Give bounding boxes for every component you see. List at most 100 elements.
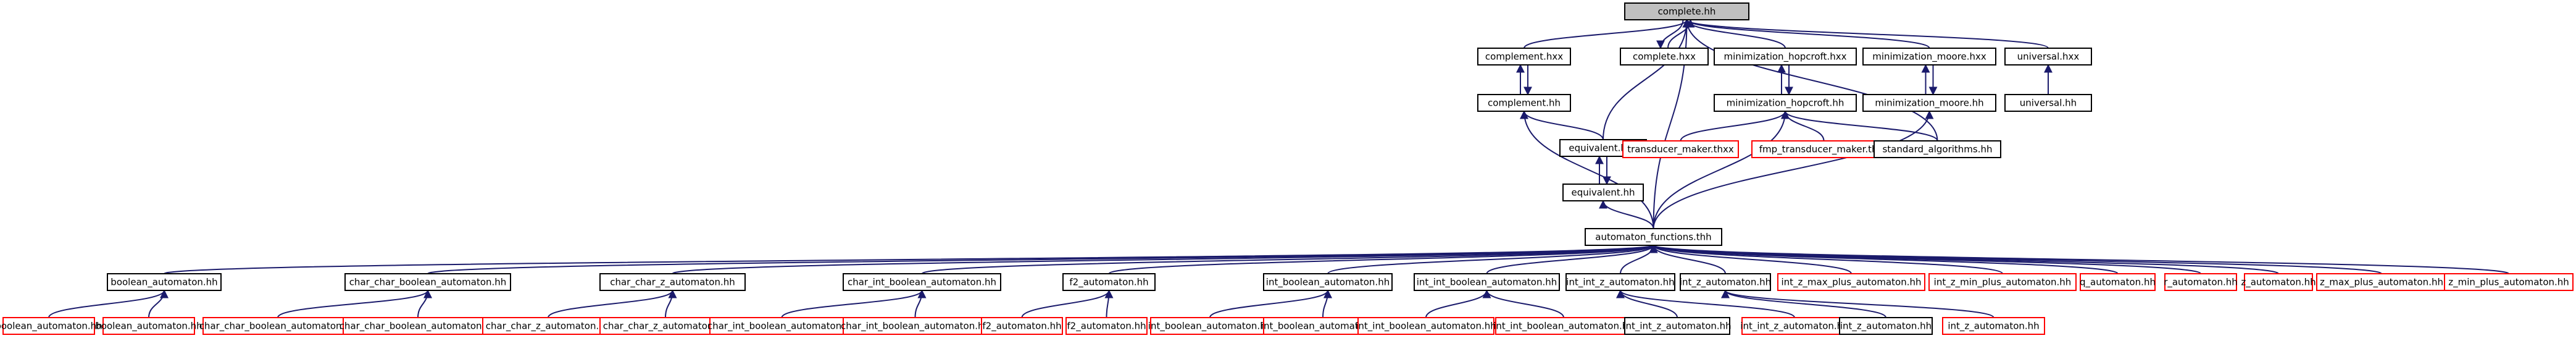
node-box [1714, 94, 1857, 112]
node-label: f2_automaton.hh [1067, 321, 1146, 332]
node-n-l4-boolean-b[interactable]: boolean_automaton.hh [95, 317, 202, 335]
edge-n-int-z-max-plus-to-n-automaton-functions [1649, 244, 1852, 274]
edge-n-l3-char-int-boolean-to-n-automaton-functions [921, 244, 1657, 274]
node-box [2080, 273, 2156, 291]
edge-n-complete-hh-to-n-complete-hxx [1656, 19, 1684, 49]
node-n-complement-hh[interactable]: complement.hh [1477, 94, 1571, 112]
node-n-l3-int-boolean[interactable]: int_boolean_automaton.hh [1263, 273, 1393, 291]
node-n-z-min-plus[interactable]: z_min_plus_automaton.hh [2444, 273, 2574, 291]
node-box [1680, 273, 1771, 291]
node-n-int-z-max-plus[interactable]: int_z_max_plus_automaton.hh [1777, 273, 1925, 291]
node-n-minhop-hh[interactable]: minimization_hopcroft.hh [1714, 94, 1857, 112]
node-n-l4-f2-a[interactable]: f2_automaton.hh [981, 317, 1063, 335]
node-n-automaton-functions[interactable]: automaton_functions.thh [1585, 228, 1722, 246]
node-n-standard-algorithms[interactable]: standard_algorithms.hh [1874, 140, 2001, 158]
node-box [2444, 273, 2574, 291]
node-n-l4-iz-a[interactable]: int_z_automaton.hh [1839, 317, 1933, 335]
node-box [1874, 140, 2001, 158]
node-n-fmp-transducer-maker[interactable]: fmp_transducer_maker.thxx [1751, 140, 1896, 158]
node-n-l3-f2[interactable]: f2_automaton.hh [1062, 273, 1156, 291]
node-n-transducer-maker[interactable]: transducer_maker.thxx [1622, 140, 1739, 158]
node-n-l4-iiz-b[interactable]: int_int_z_automaton.hh [1740, 317, 1849, 335]
node-label: int_int_boolean_automaton.hh [1356, 321, 1496, 332]
node-label: int_boolean_automaton.hh [1148, 321, 1272, 332]
node-n-r[interactable]: r_automaton.hh [2164, 273, 2238, 291]
node-label: complement.hh [1488, 98, 1561, 109]
node-n-minmoore-hxx[interactable]: minimization_moore.hxx [1862, 48, 1996, 65]
node-n-l3-int-z[interactable]: int_z_automaton.hh [1680, 273, 1771, 291]
edge-n-universal-hxx-to-n-complete-hh [1682, 19, 2049, 49]
node-n-l4-cib-b[interactable]: char_int_boolean_automaton.hh [841, 317, 990, 335]
node-n-equivalent-hh[interactable]: equivalent.hh [1562, 184, 1644, 201]
node-box [1562, 184, 1644, 201]
node-label: r_automaton.hh [2164, 277, 2238, 289]
node-box [1777, 273, 1925, 291]
node-n-l3-char-char-boolean[interactable]: char_char_boolean_automaton.hh [344, 273, 511, 291]
node-n-complement-hxx[interactable]: complement.hxx [1477, 48, 1571, 65]
node-n-l4-iiz-a[interactable]: int_int_z_automaton.hh [1623, 317, 1732, 335]
node-n-l4-iz-b[interactable]: int_z_automaton.hh [1942, 317, 2045, 335]
node-label: complete.hh [1658, 6, 1716, 17]
node-box [843, 273, 1001, 291]
edge-n-automaton-functions-to-n-minmoore-hh [1653, 110, 1934, 229]
node-n-minhop-hxx[interactable]: minimization_hopcroft.hxx [1714, 48, 1857, 65]
node-n-minmoore-hh[interactable]: minimization_moore.hh [1862, 94, 1996, 112]
node-box [1839, 317, 1933, 335]
node-label: int_int_z_automaton.hh [1740, 321, 1848, 332]
node-n-int-z-min-plus[interactable]: int_z_min_plus_automaton.hh [1928, 273, 2077, 291]
node-box [1928, 273, 2077, 291]
node-n-l3-char-char-z[interactable]: char_char_z_automaton.hh [599, 273, 746, 291]
node-n-l4-ccz-b[interactable]: char_char_z_automaton.hh [599, 317, 732, 335]
node-n-universal-hh[interactable]: universal.hh [2004, 94, 2092, 112]
node-label: universal.hh [2020, 98, 2077, 109]
node-label: z_automaton.hh [2241, 277, 2315, 289]
node-label: transducer_maker.thxx [1627, 144, 1734, 156]
node-label: char_char_boolean_automaton.hh [199, 321, 357, 332]
node-n-l4-iib-b[interactable]: int_int_boolean_automaton.hh [1493, 317, 1634, 335]
node-box [1062, 273, 1156, 291]
edge-n-complement-hxx-to-n-complete-hh [1524, 19, 1691, 49]
node-label: int_z_max_plus_automaton.hh [1781, 277, 1921, 289]
node-n-l4-ib-a[interactable]: int_boolean_automaton.hh [1148, 317, 1272, 335]
node-box [1862, 94, 1996, 112]
node-label: int_boolean_automaton.hh [1261, 321, 1385, 332]
node-label: equivalent.hxx [1569, 143, 1637, 154]
node-n-l3-int-int-z[interactable]: int_int_z_automaton.hh [1565, 273, 1675, 291]
node-n-z[interactable]: z_automaton.hh [2241, 273, 2316, 291]
node-label: automaton_functions.thh [1595, 232, 1711, 243]
node-label: boolean_automaton.hh [0, 321, 102, 332]
node-label: int_boolean_automaton.hh [1266, 277, 1390, 289]
node-box [1942, 317, 2045, 335]
node-n-l3-char-int-boolean[interactable]: char_int_boolean_automaton.hh [843, 273, 1001, 291]
node-n-l4-iib-a[interactable]: int_int_boolean_automaton.hh [1356, 317, 1496, 335]
node-box [1862, 48, 1996, 65]
node-n-l4-boolean-a[interactable]: boolean_automaton.hh [0, 317, 102, 335]
edge-layer [48, 19, 2509, 318]
node-n-z-max-plus[interactable]: z_max_plus_automaton.hh [2316, 273, 2447, 291]
node-box [2164, 273, 2237, 291]
node-box [599, 273, 746, 291]
node-n-l3-boolean[interactable]: boolean_automaton.hh [107, 273, 222, 291]
edge-n-l4-f2-a-to-n-l3-f2 [1021, 289, 1114, 318]
node-label: minimization_hopcroft.hh [1727, 98, 1844, 109]
node-n-complete-hh[interactable]: complete.hh [1624, 2, 1749, 20]
node-n-l4-ccb-a[interactable]: char_char_boolean_automaton.hh [199, 317, 357, 335]
node-n-q[interactable]: q_automaton.hh [2080, 273, 2156, 291]
edge-n-standard-algorithms-to-n-complete-hh [1682, 19, 1938, 141]
edge-n-equivalent-hxx-to-n-complete-hh [1603, 19, 1691, 140]
node-n-universal-hxx[interactable]: universal.hxx [2004, 48, 2092, 65]
node-n-complete-hxx[interactable]: complete.hxx [1620, 48, 1709, 65]
node-box [1357, 317, 1494, 335]
node-n-l4-cib-a[interactable]: char_int_boolean_automaton.hh [707, 317, 856, 335]
edge-n-l4-ib-b-to-n-l3-int-boolean [1322, 289, 1332, 318]
node-n-l3-int-int-boolean[interactable]: int_int_boolean_automaton.hh [1414, 273, 1560, 291]
node-n-l4-f2-b[interactable]: f2_automaton.hh [1065, 317, 1148, 335]
node-n-l4-ccb-b[interactable]: char_char_boolean_automaton.hh [340, 317, 497, 335]
node-n-l4-ccz-a[interactable]: char_char_z_automaton.hh [482, 317, 614, 335]
edge-n-l4-iib-a-to-n-l3-int-int-boolean [1425, 289, 1491, 318]
edge-n-transducer-maker-to-n-minhop-hh [1680, 110, 1790, 141]
edge-n-automaton-functions-to-n-equivalent-hh [1599, 200, 1654, 229]
node-label: boolean_automaton.hh [110, 277, 217, 289]
edge-n-l4-ib-a-to-n-l3-int-boolean [1209, 289, 1332, 318]
node-box [981, 317, 1063, 335]
